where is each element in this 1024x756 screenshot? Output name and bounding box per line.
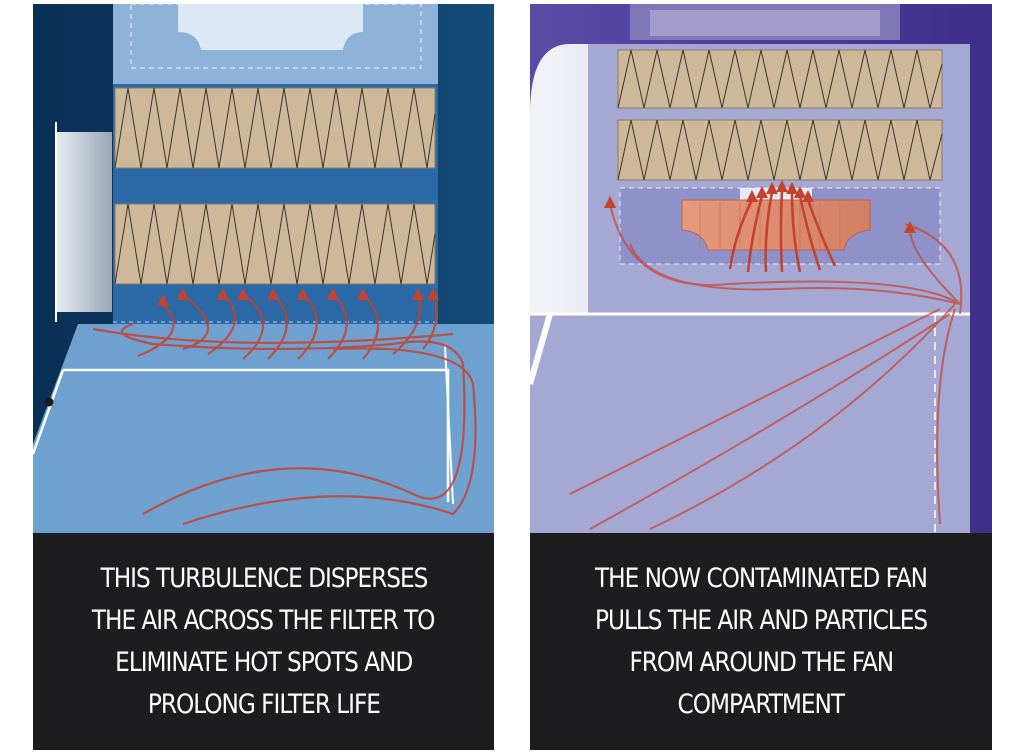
filter-upper-pleats — [617, 49, 943, 109]
left-caption-line-3: ELIMINATE HOT SPOTS AND — [114, 646, 413, 678]
left-caption-box: THIS TURBULENCE DISPERSES THE AIR ACROSS… — [33, 533, 494, 750]
hepa-filter-upper — [114, 87, 436, 169]
filter-pleats-lower — [114, 203, 436, 285]
turbulence-airflow — [92, 293, 477, 526]
work-zone — [33, 324, 494, 533]
plenum-window — [650, 10, 880, 36]
right-caption-box: THE NOW CONTAMINATED FAN PULLS THE AIR A… — [530, 533, 992, 750]
right-caption-line-4: COMPARTMENT — [677, 688, 845, 720]
hinge-dot — [44, 397, 54, 407]
outlet-grille — [178, 4, 363, 50]
arrow-heads — [157, 288, 439, 306]
side-handle — [56, 132, 112, 312]
right-caption-line-3: FROM AROUND THE FAN — [629, 646, 894, 678]
work-surface-outline — [33, 368, 450, 502]
hepa-filter-lower — [114, 203, 436, 285]
filter-middle-pleats — [617, 119, 943, 181]
right-caption-line-1: THE NOW CONTAMINATED FAN — [595, 562, 928, 594]
contaminated-fan — [681, 199, 871, 251]
fan-intake-arrows — [728, 189, 837, 273]
work-area — [530, 314, 970, 533]
sash-edge — [530, 313, 553, 385]
left-panel: THIS TURBULENCE DISPERSES THE AIR ACROSS… — [33, 4, 494, 750]
right-caption-line-2: PULLS THE AIR AND PARTICLES — [594, 604, 928, 636]
front-edge — [444, 345, 454, 505]
left-caption-line-4: PROLONG FILTER LIFE — [147, 688, 380, 720]
right-cabinet-illustration — [530, 4, 992, 533]
filter-pleats-upper — [114, 87, 436, 169]
right-panel: THE NOW CONTAMINATED FAN PULLS THE AIR A… — [530, 4, 992, 750]
contaminated-airflow — [569, 203, 963, 530]
fan-intake-heads — [604, 180, 916, 233]
plenum-outline — [130, 4, 422, 69]
left-caption-line-1: THIS TURBULENCE DISPERSES — [100, 562, 428, 594]
left-caption-line-2: THE AIR ACROSS THE FILTER TO — [92, 604, 436, 636]
left-cabinet-illustration — [33, 4, 494, 533]
